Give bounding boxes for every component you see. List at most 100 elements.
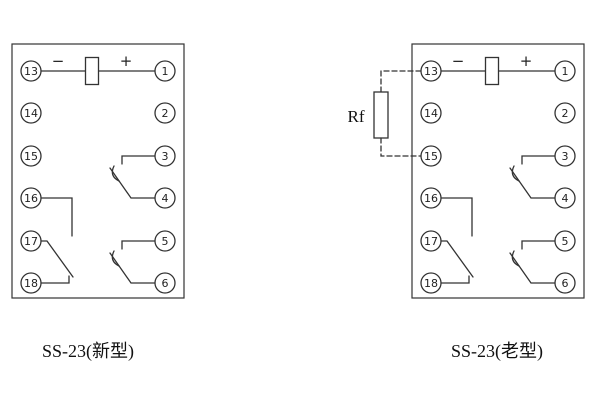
rf-resistor [373, 91, 389, 139]
terminal-number: 6 [162, 277, 169, 290]
changeover-16-17-18 [440, 197, 474, 284]
terminal-number: 1 [562, 65, 569, 78]
coil-symbol [84, 56, 100, 86]
terminal-number: 2 [162, 107, 169, 120]
diagram-caption: SS-23(老型) [451, 341, 543, 362]
contact-3-4 [109, 155, 156, 199]
terminal-circle [154, 60, 176, 82]
terminal-2: 2 [554, 102, 576, 124]
terminal-circle [20, 230, 42, 252]
terminal-circle [420, 187, 442, 209]
terminal-15: 15 [420, 145, 442, 167]
terminal-circle [554, 272, 576, 294]
terminal-3: 3 [554, 145, 576, 167]
terminal-circle [554, 230, 576, 252]
delay-arc [111, 165, 120, 182]
moving-contact-wire [109, 167, 156, 199]
fixed-contact-wire [521, 240, 556, 250]
terminal-circle [154, 187, 176, 209]
terminal-number: 16 [24, 192, 38, 205]
delay-arc [111, 250, 120, 267]
terminal-1: 1 [154, 60, 176, 82]
terminal-circle [20, 145, 42, 167]
terminal-number: 15 [24, 150, 38, 163]
terminal-circle [420, 230, 442, 252]
terminal-circle [420, 272, 442, 294]
terminal-circle [554, 60, 576, 82]
terminal-17: 17 [20, 230, 42, 252]
terminal-circle [20, 187, 42, 209]
fixed-contact-wire [121, 240, 156, 250]
power-row: − + [440, 52, 556, 86]
terminal-number: 5 [162, 235, 169, 248]
terminal-circle [20, 102, 42, 124]
fixed-contact-wire [521, 155, 556, 165]
terminal-circle [20, 272, 42, 294]
terminal-number: 4 [162, 192, 169, 205]
contact-3-4 [509, 155, 556, 199]
fixed-contact-16-wire [440, 197, 473, 237]
terminal-circle [420, 145, 442, 167]
terminal-circle [420, 102, 442, 124]
coil-symbol [484, 56, 500, 86]
terminal-15: 15 [20, 145, 42, 167]
contact-5-6 [109, 240, 156, 284]
terminal-17: 17 [420, 230, 442, 252]
terminal-circle [154, 145, 176, 167]
terminal-number: 18 [24, 277, 38, 290]
diagram-old-type: Rf − + 13 [348, 43, 585, 362]
terminal-number: 17 [24, 235, 38, 248]
terminal-circle [154, 272, 176, 294]
terminal-circle [554, 145, 576, 167]
terminal-2: 2 [154, 102, 176, 124]
diagram-caption: SS-23(新型) [42, 341, 134, 362]
terminal-13: 13 [420, 60, 442, 82]
power-row: − + [40, 52, 156, 86]
terminal-circle [154, 102, 176, 124]
minus-sign: − [452, 52, 465, 70]
terminal-number: 15 [424, 150, 438, 163]
fixed-contact-18-wire [440, 275, 470, 284]
terminal-circle [154, 230, 176, 252]
terminal-14: 14 [420, 102, 442, 124]
terminal-number: 2 [562, 107, 569, 120]
fixed-contact-wire [121, 155, 156, 165]
fixed-contact-16-wire [40, 197, 73, 237]
terminal-6: 6 [154, 272, 176, 294]
terminal-circle [554, 187, 576, 209]
terminal-5: 5 [554, 230, 576, 252]
delay-arc [511, 165, 520, 182]
terminal-13: 13 [20, 60, 42, 82]
diagram-border [411, 43, 585, 299]
terminal-number: 4 [562, 192, 569, 205]
terminal-number: 18 [424, 277, 438, 290]
terminal-16: 16 [20, 187, 42, 209]
terminal-18: 18 [420, 272, 442, 294]
terminal-number: 14 [424, 107, 438, 120]
rf-wire-top [380, 70, 422, 93]
rf-branch: Rf [348, 70, 422, 157]
diagram-new-type: − + 13 1 4 [11, 43, 185, 362]
moving-contact-17-wire [440, 240, 474, 278]
terminal-4: 4 [554, 187, 576, 209]
delay-arc [511, 250, 520, 267]
terminal-number: 13 [24, 65, 38, 78]
plus-sign: + [120, 52, 133, 70]
terminal-circle [420, 60, 442, 82]
moving-contact-wire [509, 167, 556, 199]
moving-contact-wire [509, 252, 556, 284]
changeover-16-17-18 [40, 197, 74, 284]
terminal-number: 1 [162, 65, 169, 78]
terminal-number: 16 [424, 192, 438, 205]
terminal-number: 3 [162, 150, 169, 163]
terminal-16: 16 [420, 187, 442, 209]
terminal-circle [20, 60, 42, 82]
diagram-border [11, 43, 185, 299]
terminal-18: 18 [20, 272, 42, 294]
terminal-number: 3 [562, 150, 569, 163]
terminal-5: 5 [154, 230, 176, 252]
moving-contact-wire [109, 252, 156, 284]
moving-contact-17-wire [40, 240, 74, 278]
terminal-number: 6 [562, 277, 569, 290]
